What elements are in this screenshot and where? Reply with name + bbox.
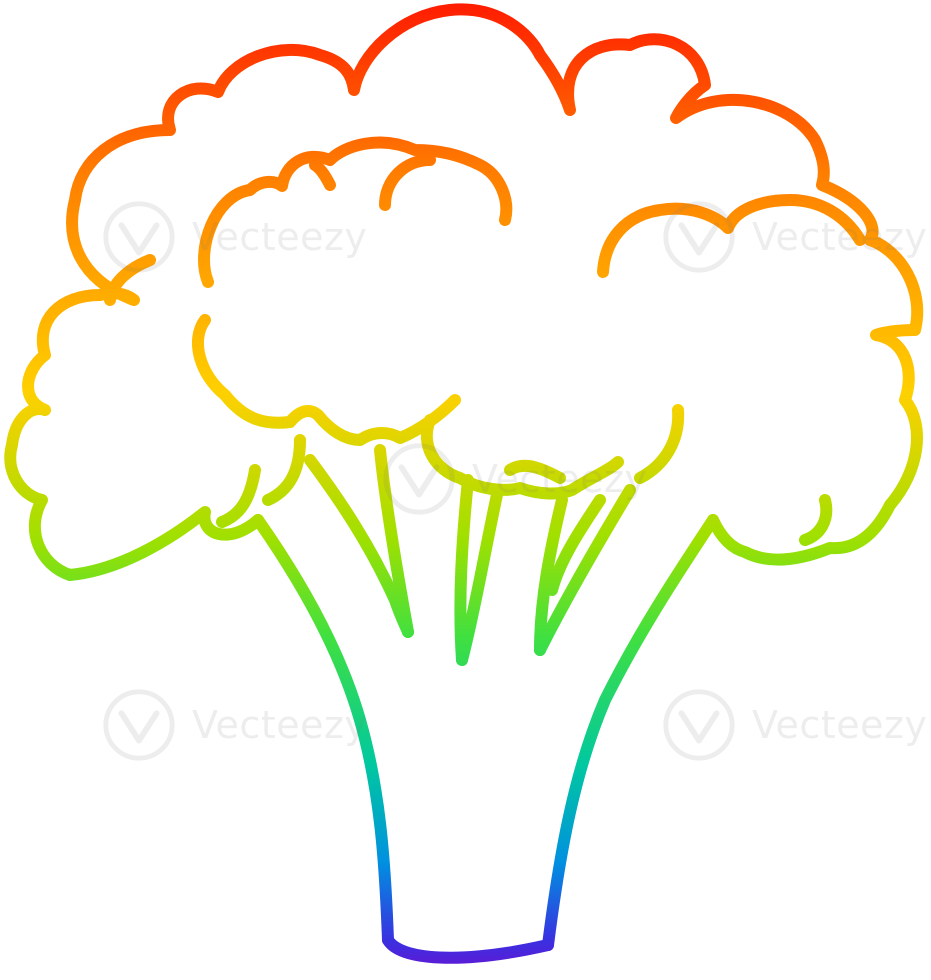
inner-top-arc bbox=[379, 154, 436, 211]
inner-small-arc bbox=[309, 159, 336, 191]
right-upper-cloud bbox=[597, 194, 866, 278]
left-inner-cloud bbox=[191, 314, 461, 446]
inner-upper-cloud bbox=[198, 136, 513, 288]
stem-left-outer bbox=[252, 514, 394, 946]
crown-outline bbox=[4, 3, 924, 581]
branch-5 bbox=[534, 494, 568, 656]
left-floret-line bbox=[104, 254, 156, 306]
right-mid-arc bbox=[634, 404, 685, 484]
branch-3 bbox=[454, 474, 474, 666]
center-inner-arc bbox=[504, 459, 566, 484]
stem-base bbox=[382, 934, 554, 964]
left-mid-bump bbox=[262, 434, 306, 506]
center-lower-cloud bbox=[420, 414, 624, 500]
branch-2 bbox=[374, 444, 414, 638]
right-low-arc bbox=[799, 494, 833, 546]
stem-right-outer bbox=[542, 514, 719, 951]
branch-4 bbox=[456, 484, 504, 666]
left-bottom-bump bbox=[216, 464, 261, 528]
branch-6 bbox=[534, 484, 636, 656]
branch-7 bbox=[546, 494, 606, 596]
